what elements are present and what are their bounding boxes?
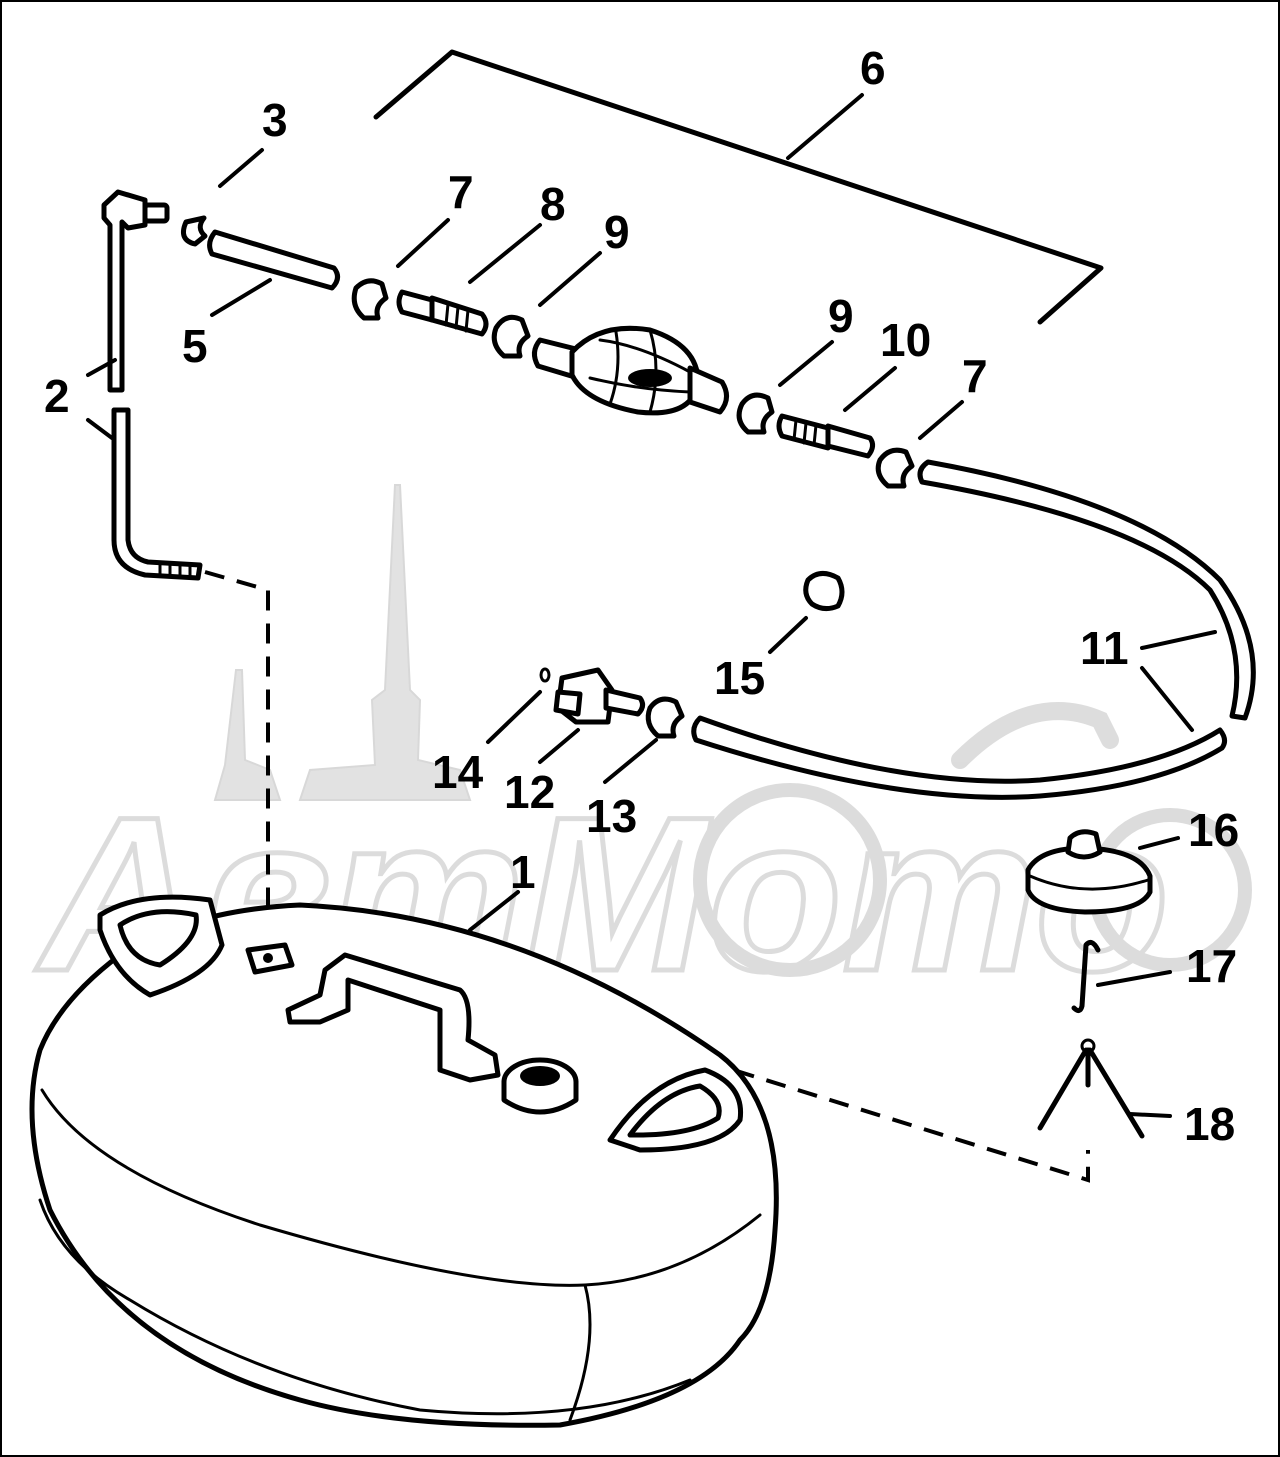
callout-16: 16 bbox=[1188, 804, 1239, 856]
clamp-9-left bbox=[491, 314, 531, 359]
watermark-spire bbox=[298, 484, 472, 801]
watermark-helmet bbox=[951, 702, 1119, 769]
leader-13 bbox=[603, 738, 658, 784]
leader-6 bbox=[786, 93, 864, 160]
dashed-cap-path bbox=[538, 1007, 1090, 1183]
leader-10 bbox=[843, 366, 897, 412]
hose-11-upper bbox=[917, 459, 1256, 721]
callout-14: 14 bbox=[432, 746, 484, 798]
clamp-9-right bbox=[736, 392, 775, 435]
callout-2: 2 bbox=[44, 370, 70, 422]
cap-15 bbox=[803, 571, 845, 612]
fitting-10 bbox=[776, 413, 876, 459]
leader-14 bbox=[486, 690, 542, 744]
callout-labels: 1 2 3 5 6 7 7 8 9 9 10 11 12 13 14 15 16… bbox=[44, 42, 1239, 1150]
callout-17: 17 bbox=[1186, 940, 1237, 992]
clamp-3 bbox=[181, 215, 208, 247]
clamp-7-right bbox=[875, 447, 915, 489]
connector-12 bbox=[553, 667, 646, 725]
leader-9a bbox=[538, 251, 602, 307]
fitting-8 bbox=[396, 289, 489, 337]
leader-9b bbox=[778, 340, 834, 387]
clamp-13 bbox=[645, 696, 685, 739]
callout-8: 8 bbox=[540, 178, 566, 230]
leader-2b bbox=[86, 418, 114, 440]
callout-10: 10 bbox=[880, 314, 931, 366]
leader-1 bbox=[468, 890, 520, 932]
leader-16 bbox=[1138, 836, 1180, 850]
leader-15 bbox=[768, 616, 808, 654]
pickup-tube bbox=[101, 189, 203, 581]
clamp-7-left bbox=[351, 278, 389, 321]
leader-2a bbox=[86, 358, 117, 377]
callout-7-right: 7 bbox=[962, 350, 988, 402]
callout-12: 12 bbox=[504, 766, 555, 818]
leader-11b bbox=[1140, 666, 1194, 732]
leader-7a bbox=[396, 218, 450, 268]
leader-3 bbox=[218, 148, 264, 188]
hose-5 bbox=[207, 229, 340, 291]
leader-12 bbox=[538, 728, 580, 764]
callout-9-right: 9 bbox=[828, 290, 854, 342]
callout-5: 5 bbox=[182, 320, 208, 372]
hook-17 bbox=[1071, 939, 1101, 1014]
callout-11: 11 bbox=[1080, 622, 1129, 674]
callout-13: 13 bbox=[586, 790, 637, 842]
leader-8 bbox=[468, 223, 542, 284]
callout-6: 6 bbox=[860, 42, 886, 94]
oring-14 bbox=[539, 667, 551, 683]
retainer-18 bbox=[1037, 1038, 1145, 1139]
callout-7-left: 7 bbox=[448, 166, 474, 218]
dashed-tube-path bbox=[204, 570, 270, 955]
callout-9-left: 9 bbox=[604, 206, 630, 258]
hose-11-lower bbox=[691, 715, 1228, 800]
assembly-bracket bbox=[373, 49, 1104, 325]
leader-18 bbox=[1128, 1112, 1172, 1118]
leader-11a bbox=[1140, 630, 1217, 650]
callout-15: 15 bbox=[714, 652, 765, 704]
callout-18: 18 bbox=[1184, 1098, 1235, 1150]
filler-cap-16 bbox=[1025, 829, 1153, 915]
watermark-wheel-left bbox=[693, 783, 887, 977]
callout-3: 3 bbox=[262, 94, 288, 146]
fuel-tank-1 bbox=[29, 894, 779, 1428]
watermark-tower bbox=[213, 669, 282, 801]
callout-1: 1 bbox=[510, 846, 536, 898]
leader-7b bbox=[918, 400, 964, 440]
leader-5 bbox=[210, 278, 272, 317]
leader-17 bbox=[1096, 970, 1172, 987]
primer-bulb bbox=[532, 325, 729, 416]
